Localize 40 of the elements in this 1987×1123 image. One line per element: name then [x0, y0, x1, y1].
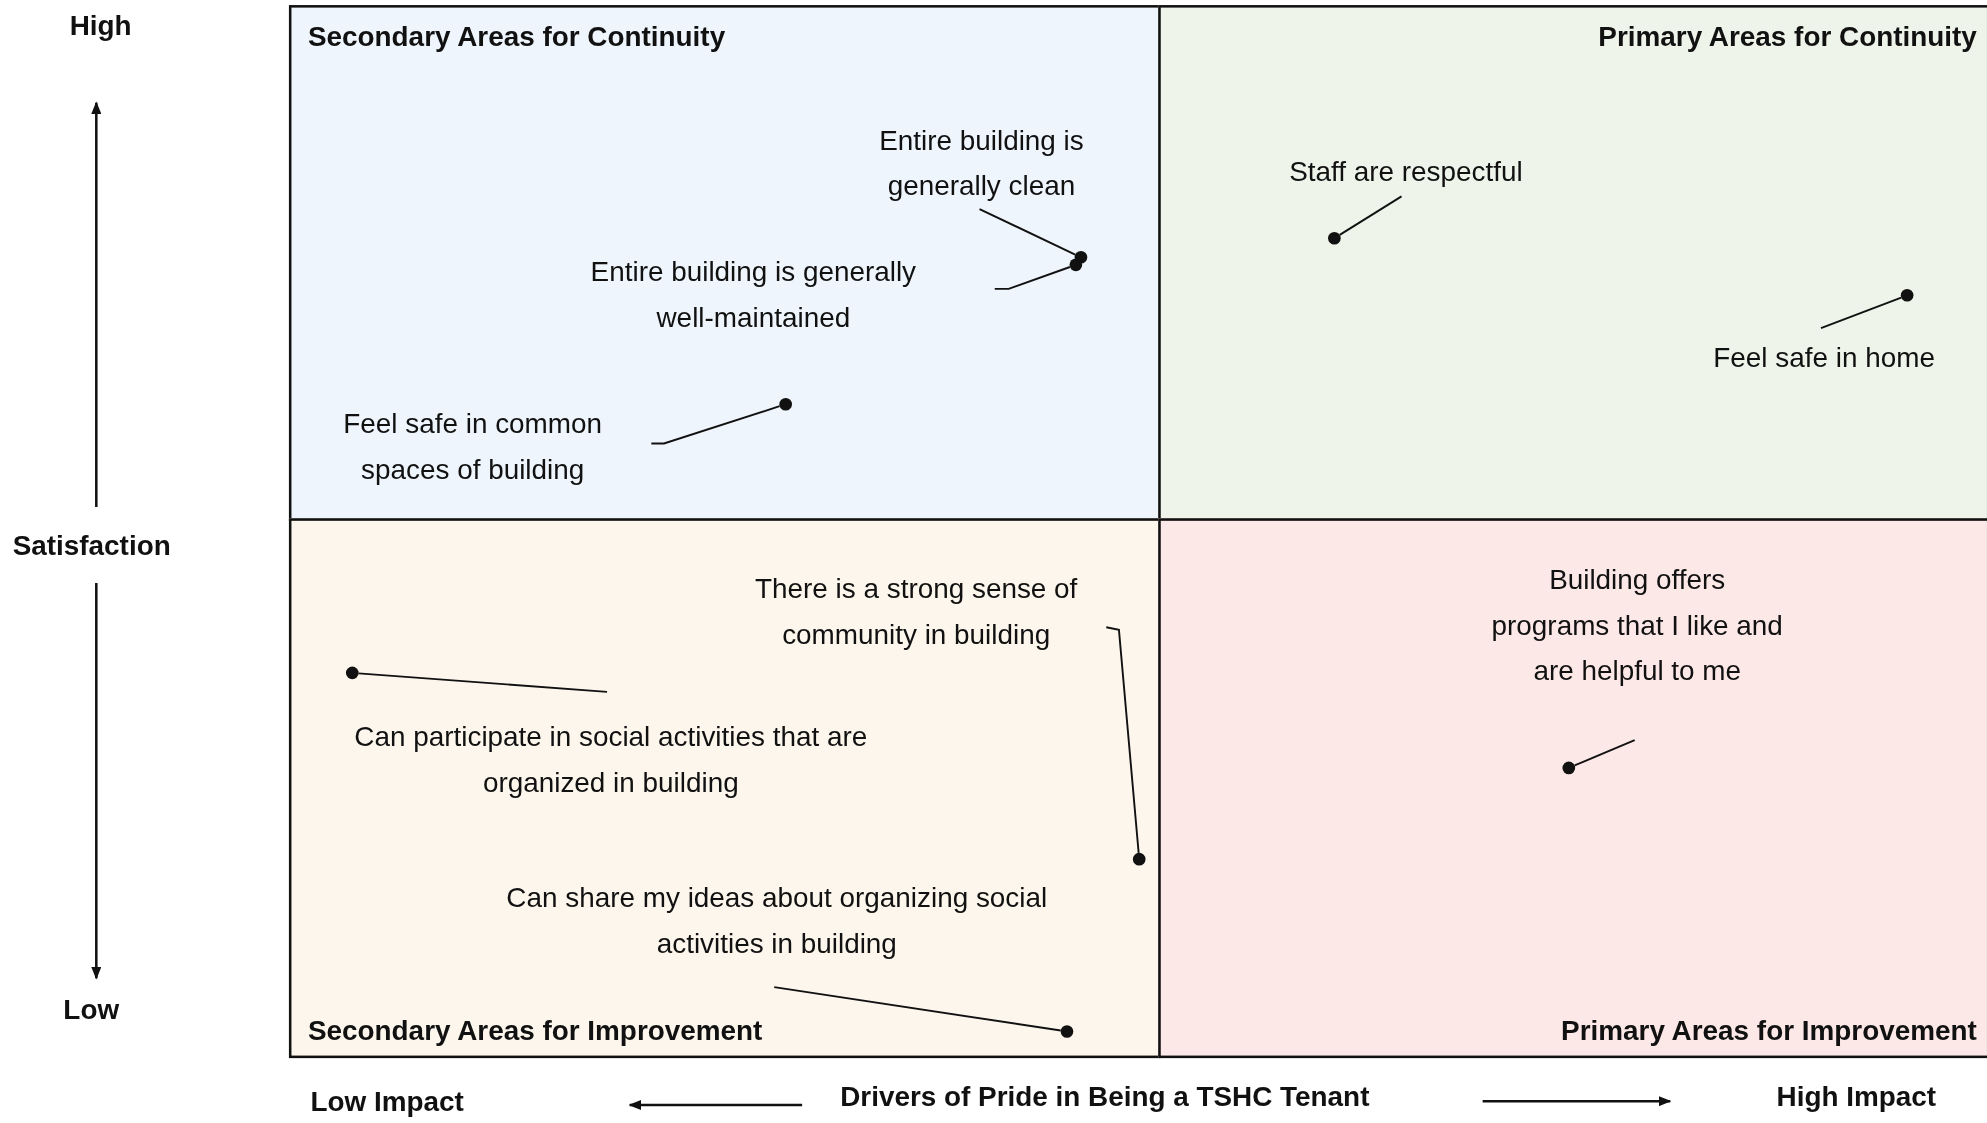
data-point [1069, 258, 1083, 272]
leader-line [993, 266, 1071, 290]
data-point [1132, 852, 1146, 866]
leader-line [1338, 195, 1403, 236]
leader-line [1820, 296, 1903, 330]
leader-line [1573, 739, 1636, 767]
quadrant-heading: Primary Areas for Improvement [1561, 1015, 1977, 1048]
item-label: There is a strong sense of community in building [750, 566, 1083, 658]
item-label: Building offers programs that I like and are helpful to me [1491, 557, 1783, 695]
leader-line [650, 405, 781, 445]
item-label: Feel safe in home [1675, 335, 1974, 382]
data-point [1562, 761, 1576, 775]
data-point [1900, 288, 1914, 302]
leader-line [1105, 626, 1140, 854]
data-point [345, 666, 359, 680]
axis-label: High Impact [1776, 1080, 1937, 1114]
quadrant-panel [1158, 5, 1987, 521]
item-label: Can share my ideas about organizing social activities in building [503, 875, 1051, 967]
data-point [1060, 1025, 1074, 1038]
data-point [779, 397, 792, 411]
axis-label: Satisfaction [12, 529, 171, 563]
data-point [1328, 231, 1341, 245]
axis-label: Low Impact [310, 1086, 464, 1119]
axis-label: Low [63, 993, 120, 1027]
item-label: Can participate in social activities that are organized in building [325, 714, 896, 806]
axis-label: Drivers of Pride in Being a TSHC Tenant [840, 1080, 1370, 1114]
quadrant-panel [288, 518, 1161, 1059]
quadrant-panel [1158, 518, 1987, 1059]
item-label: Feel safe in common spaces of building [306, 401, 639, 493]
axis-label: High [69, 10, 132, 44]
item-label: Entire building is generally well-maintained [560, 249, 947, 341]
quadrant-heading: Primary Areas for Continuity [1598, 20, 1977, 54]
leader-line [357, 672, 608, 693]
item-label: Staff are respectful [1250, 149, 1562, 196]
leader-line [978, 208, 1077, 256]
item-label: Entire building is generally clean [838, 117, 1124, 210]
quadrant-panel [288, 5, 1161, 521]
quadrant-heading: Secondary Areas for Continuity [307, 20, 726, 54]
quadrant-heading: Secondary Areas for Improvement [307, 1015, 763, 1048]
leader-line [773, 986, 1062, 1032]
